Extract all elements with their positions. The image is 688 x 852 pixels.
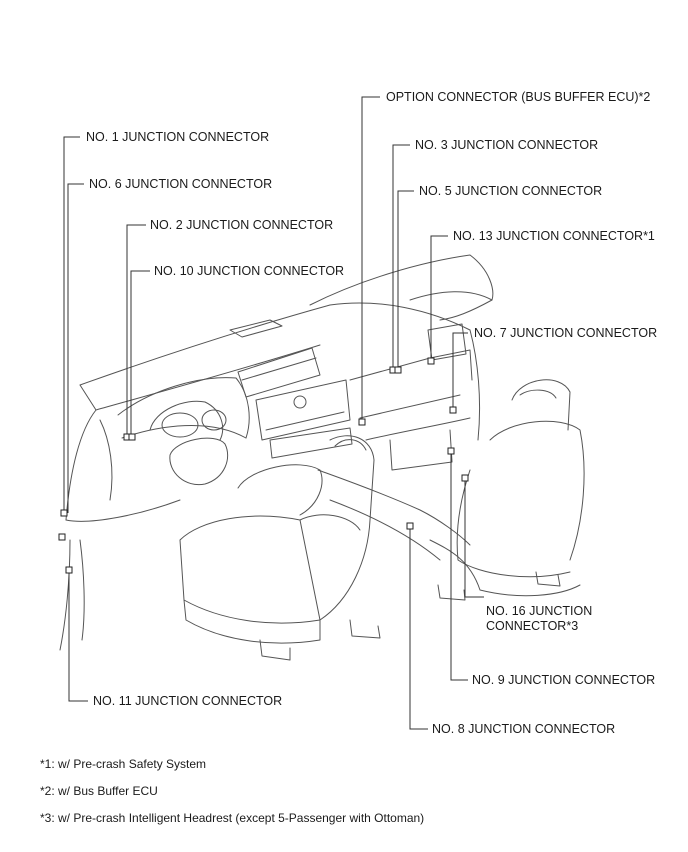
label-no1-junction-connector: NO. 1 JUNCTION CONNECTOR — [86, 130, 269, 144]
no10-connector-marker — [128, 433, 136, 441]
no5-connector-marker — [394, 366, 402, 374]
label-no5-junction-connector: NO. 5 JUNCTION CONNECTOR — [419, 184, 602, 198]
label-no3-junction-connector: NO. 3 JUNCTION CONNECTOR — [415, 138, 598, 152]
no7-connector-marker — [449, 406, 457, 414]
footnote-1: *1: w/ Pre-crash Safety System — [40, 757, 207, 771]
label-option-connector: OPTION CONNECTOR (BUS BUFFER ECU)*2 — [386, 90, 650, 104]
label-no16-junction-connector-line1: NO. 16 JUNCTION — [486, 604, 592, 618]
label-no6-junction-connector: NO. 6 JUNCTION CONNECTOR — [89, 177, 272, 191]
footnote-2: *2: w/ Bus Buffer ECU — [40, 784, 158, 798]
label-no11-junction-connector: NO. 11 JUNCTION CONNECTOR — [93, 694, 282, 708]
label-no16-junction-connector-line2: CONNECTOR*3 — [486, 619, 578, 633]
no11-connector-marker — [65, 566, 73, 574]
label-no9-junction-connector: NO. 9 JUNCTION CONNECTOR — [472, 673, 655, 687]
vehicle-interior-illustration — [59, 254, 585, 661]
no16-connector-marker — [461, 474, 469, 482]
footnote-3: *3: w/ Pre-crash Intelligent Headrest (e… — [40, 811, 425, 825]
no6-connector-marker — [58, 533, 66, 541]
no8-connector-marker — [406, 522, 414, 530]
no13-connector-marker — [427, 357, 435, 365]
leader-lines — [63, 96, 484, 730]
no1-connector-marker — [60, 509, 68, 517]
label-no13-junction-connector: NO. 13 JUNCTION CONNECTOR*1 — [453, 229, 655, 243]
connector-markers — [58, 357, 469, 574]
callout-labels: OPTION CONNECTOR (BUS BUFFER ECU)*2 NO. … — [86, 90, 657, 736]
label-no2-junction-connector: NO. 2 JUNCTION CONNECTOR — [150, 218, 333, 232]
label-no10-junction-connector: NO. 10 JUNCTION CONNECTOR — [154, 264, 344, 278]
label-no7-junction-connector: NO. 7 JUNCTION CONNECTOR — [474, 326, 657, 340]
option-connector-marker — [358, 418, 366, 426]
label-no8-junction-connector: NO. 8 JUNCTION CONNECTOR — [432, 722, 615, 736]
no9-connector-marker — [447, 447, 455, 455]
